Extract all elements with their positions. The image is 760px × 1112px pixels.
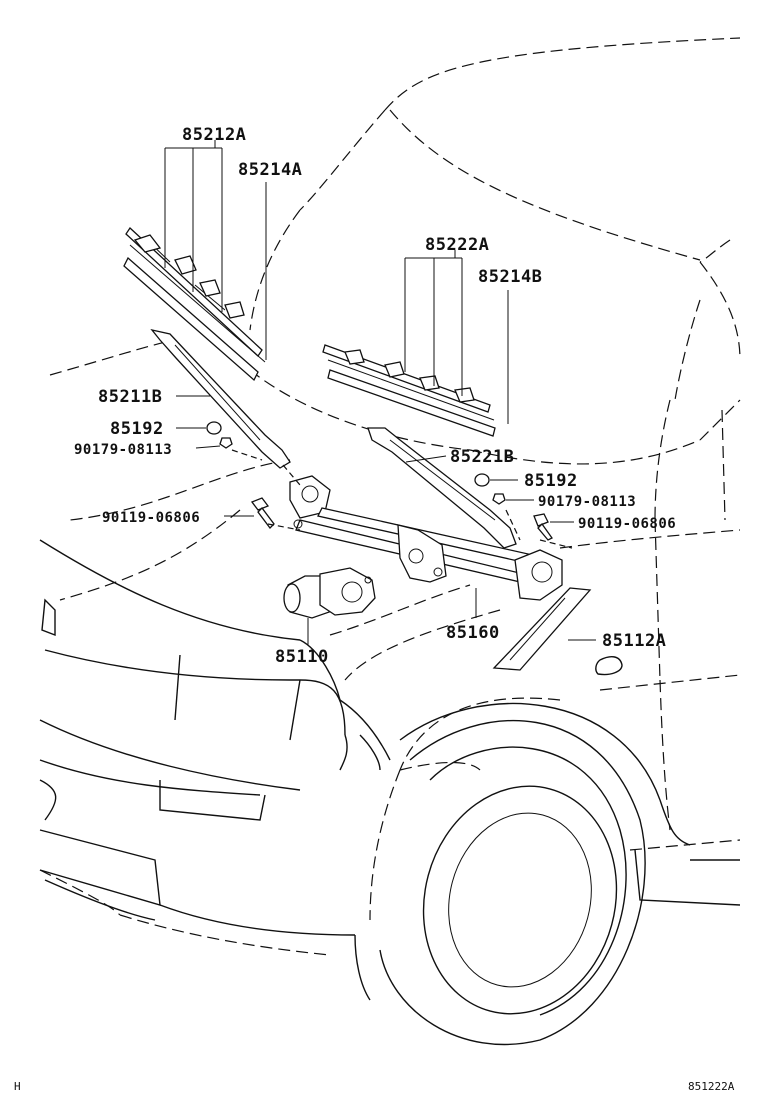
label-85222a: 85222A xyxy=(425,235,489,255)
front-wheel xyxy=(379,656,741,1046)
wiper-motor xyxy=(283,567,376,619)
label-90179-left: 90179-08113 xyxy=(74,442,172,458)
right-wiper-arm xyxy=(367,427,517,549)
cowl-seal xyxy=(492,587,592,671)
label-85214a: 85214A xyxy=(238,160,302,180)
label-85212a: 85212A xyxy=(182,125,246,145)
wiper-link-assembly xyxy=(289,475,563,601)
vehicle-front-outline xyxy=(39,539,391,1001)
label-85192-right: 85192 xyxy=(524,471,578,491)
label-85214b: 85214B xyxy=(478,267,542,287)
fasteners xyxy=(206,421,553,541)
label-85160: 85160 xyxy=(446,623,500,643)
footer-right-code: 851222A xyxy=(688,1080,735,1093)
label-90119-right: 90119-06806 xyxy=(578,516,676,532)
left-wiper-blade xyxy=(123,227,266,382)
part-labels: 85212A 85214A 85222A 85214B 85211B 85192… xyxy=(74,125,676,667)
label-85192-left: 85192 xyxy=(110,419,164,439)
label-85211b: 85211B xyxy=(98,387,162,407)
footer-left-code: H xyxy=(14,1080,21,1093)
assembly-guide-lines xyxy=(231,449,573,549)
left-wiper-arm xyxy=(150,328,291,469)
leader-lines xyxy=(164,140,596,645)
label-90179-right: 90179-08113 xyxy=(538,494,636,510)
label-90119-left: 90119-06806 xyxy=(102,510,200,526)
label-85112a: 85112A xyxy=(602,631,666,651)
label-85110: 85110 xyxy=(275,647,329,667)
label-85221b: 85221B xyxy=(450,447,514,467)
